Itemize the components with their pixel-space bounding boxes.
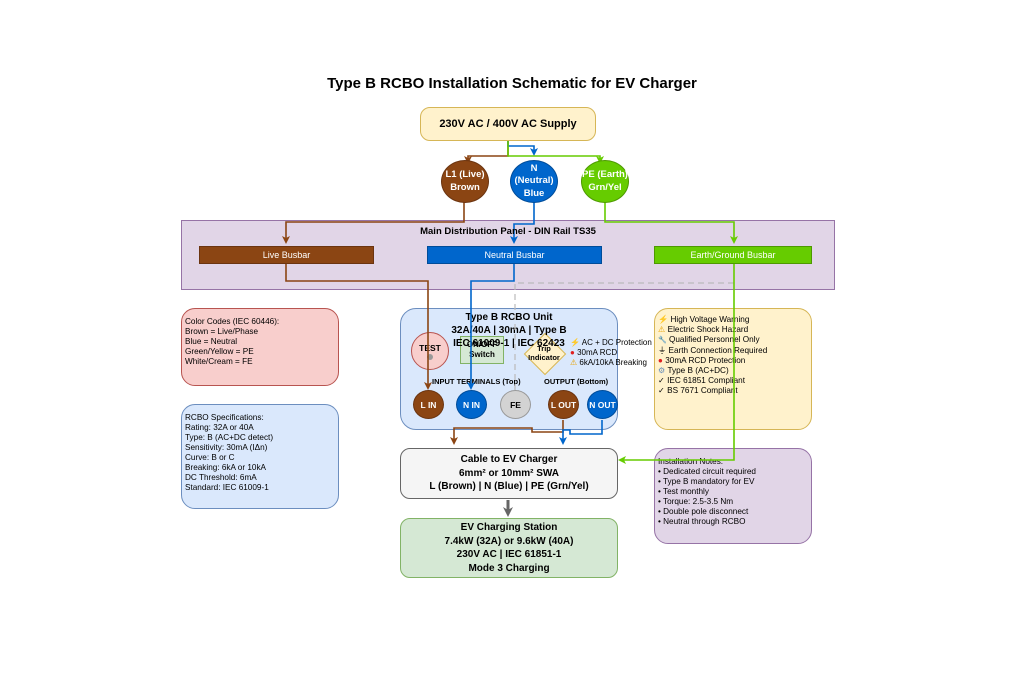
wire-supply-live <box>464 141 509 164</box>
protection-item: ⚠ 6kA/10kA Breaking <box>570 358 648 367</box>
red-circle-icon: ● <box>570 348 575 357</box>
install-note-line: Installation Notes: <box>658 457 724 466</box>
safety-note: ⚡ High Voltage Warning ⚠ Electric Shock … <box>654 308 812 430</box>
safety-item: ⚙ Type B (AC+DC) <box>658 365 729 375</box>
wire-earth-to-cable <box>618 264 735 464</box>
test-button-dot-icon <box>427 353 433 360</box>
red-circle-icon: ● <box>658 355 663 365</box>
color-codes-line: Color Codes (IEC 60446): <box>185 317 280 326</box>
rcbo-spec-line: Curve: B or C <box>185 453 235 462</box>
warning-icon: ⚠ <box>658 325 666 334</box>
live-conductor: L1 (Live)Brown <box>441 160 489 203</box>
install-note-line: • Double pole disconnect <box>658 507 749 516</box>
wire-nout-to-cable <box>559 420 603 445</box>
terminal-fe[interactable]: FE <box>500 390 531 419</box>
warning-icon: ⚠ <box>570 358 578 367</box>
neutral-busbar: Neutral Busbar <box>427 246 602 264</box>
earth-busbar: Earth/Ground Busbar <box>654 246 812 264</box>
installation-notes: Installation Notes: • Dedicated circuit … <box>654 448 812 544</box>
safety-item: ⚡ High Voltage Warning <box>658 315 750 324</box>
protection-list: ⚡ AC + DC Protection ● 30mA RCD ⚠ 6kA/10… <box>570 338 652 368</box>
wire-live-busbar-to-lin <box>285 264 432 390</box>
protection-item: ● 30mA RCD <box>570 348 618 357</box>
rcbo-spec-line: Standard: IEC 61009-1 <box>185 483 269 492</box>
check-icon: ✓ <box>658 375 665 385</box>
earth-icon: ⏚ <box>658 345 667 355</box>
install-note-line: • Type B mandatory for EV <box>658 477 755 486</box>
install-note-line: • Neutral through RCBO <box>658 517 746 526</box>
protection-item: ⚡ AC + DC Protection <box>570 338 652 347</box>
install-note-line: • Dedicated circuit required <box>658 467 756 476</box>
ev-charging-station: EV Charging Station 7.4kW (32A) or 9.6kW… <box>400 518 618 578</box>
color-codes-line: Brown = Live/Phase <box>185 327 259 336</box>
wire-lout-to-cable <box>450 420 564 445</box>
rcbo-spec-line: RCBO Specifications: <box>185 413 264 422</box>
wire-neutral-to-busbar <box>510 202 535 244</box>
diagram-title: Type B RCBO Installation Schematic for E… <box>327 75 697 92</box>
lightning-icon: ⚡ <box>570 338 580 347</box>
earth-conductor: PE (Earth)Grn/Yel <box>581 160 629 203</box>
rcbo-title: Type B RCBO Unit 32A/40A | 30mA | Type B… <box>451 312 567 349</box>
output-terminals-label: OUTPUT (Bottom) <box>544 377 609 386</box>
wrench-icon: 🔧 <box>658 337 667 344</box>
wire-neutral-busbar-to-nin <box>467 264 515 390</box>
wire-supply-neutral <box>507 141 538 156</box>
live-busbar: Live Busbar <box>199 246 374 264</box>
trip-indicator: Trip Indicator <box>523 332 567 376</box>
safety-item: ✓ IEC 61851 Compliant <box>658 375 745 385</box>
test-button[interactable]: TEST <box>411 332 449 370</box>
color-codes-note: Color Codes (IEC 60446): Brown = Live/Ph… <box>181 308 339 386</box>
on-off-switch[interactable]: ON/OFF Switch <box>460 336 504 364</box>
rcbo-specs-note: RCBO Specifications: Rating: 32A or 40A … <box>181 404 339 509</box>
terminal-l-out[interactable]: L OUT <box>548 390 579 419</box>
ev-cable: Cable to EV Charger 6mm² or 10mm² SWA L … <box>400 448 618 499</box>
neutral-conductor: N (Neutral)Blue <box>510 160 558 203</box>
safety-item: ✓ BS 7671 Compliant <box>658 385 738 395</box>
safety-item: ⚠ Electric Shock Hazard <box>658 325 749 334</box>
lightning-icon: ⚡ <box>658 315 669 324</box>
gear-icon: ⚙ <box>658 365 666 375</box>
rcbo-spec-line: DC Threshold: 6mA <box>185 473 257 482</box>
safety-item: ● 30mA RCD Protection <box>658 355 746 365</box>
wire-supply-earth <box>507 141 604 164</box>
ac-supply: 230V AC / 400V AC Supply <box>420 107 596 141</box>
color-codes-line: Green/Yellow = PE <box>185 347 254 356</box>
safety-item: ⏚ Earth Connection Required <box>658 345 768 355</box>
install-note-line: • Torque: 2.5-3.5 Nm <box>658 497 734 506</box>
input-terminals-label: INPUT TERMINALS (Top) <box>432 377 521 386</box>
safety-item: 🔧 Qualified Personnel Only <box>658 335 760 344</box>
rcbo-spec-line: Rating: 32A or 40A <box>185 423 254 432</box>
check-icon: ✓ <box>658 385 665 395</box>
color-codes-line: White/Cream = FE <box>185 357 253 366</box>
wire-earth-to-busbar <box>604 202 738 244</box>
panel-title: Main Distribution Panel - DIN Rail TS35 <box>420 226 596 237</box>
rcbo-spec-line: Sensitivity: 30mA (IΔn) <box>185 443 268 452</box>
terminal-n-in[interactable]: N IN <box>456 390 487 419</box>
terminal-n-out[interactable]: N OUT <box>587 390 618 419</box>
rcbo-spec-line: Breaking: 6kA or 10kA <box>185 463 267 472</box>
color-codes-line: Blue = Neutral <box>185 337 238 346</box>
wire-fe-dashed <box>511 282 734 398</box>
install-note-line: • Test monthly <box>658 487 709 496</box>
rcbo-spec-line: Type: B (AC+DC detect) <box>185 433 274 442</box>
terminal-l-in[interactable]: L IN <box>413 390 444 419</box>
wire-live-to-busbar <box>282 202 465 244</box>
